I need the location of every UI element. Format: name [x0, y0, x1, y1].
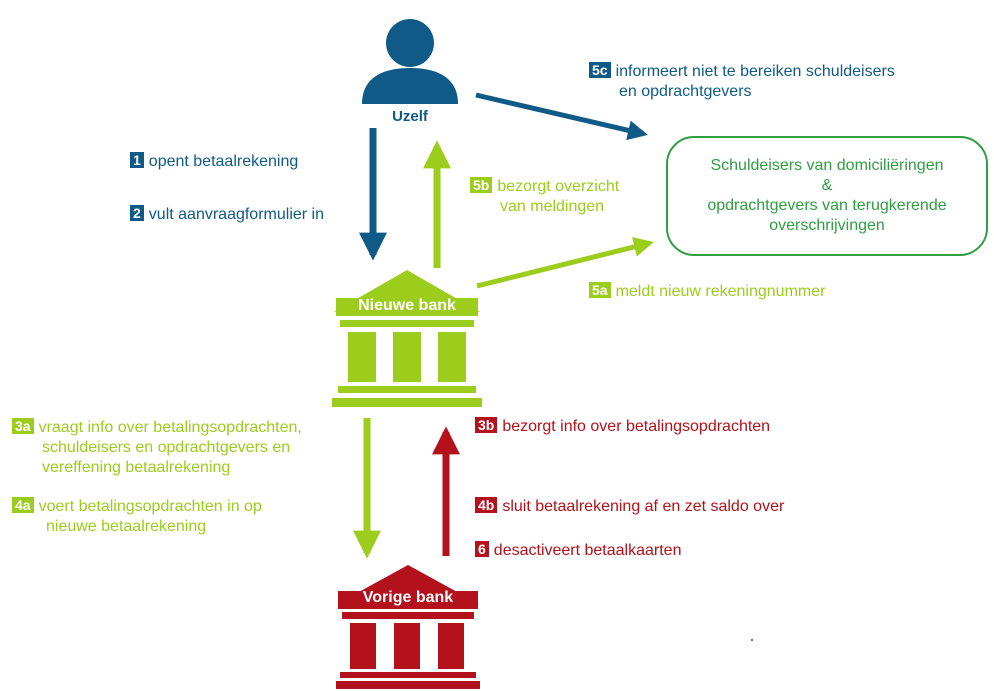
step-2-text: vult aanvraagformulier in [148, 206, 324, 223]
step-4a-line-1: voert betalingsopdrachten in op [38, 498, 262, 515]
step-3a-line-1: vraagt info over betalingsopdrachten, [38, 419, 302, 436]
step-3a-line-3: vereffening betaalrekening [42, 459, 231, 476]
creditors-line-3: opdrachtgevers van terugkerende [707, 197, 947, 214]
step-5a-text: meldt nieuw rekeningnummer [615, 283, 826, 300]
arrow-self-to-creditors [475, 92, 648, 141]
step-4a-line-2: nieuwe betaalrekening [46, 518, 207, 535]
step-5b-line-2: van meldingen [500, 198, 605, 215]
creditors-line-4: overschrijvingen [769, 217, 885, 234]
previous-bank-icon [336, 565, 480, 689]
step-4a-badge: 4a [12, 497, 34, 513]
previous-bank-label: Vorige bank [362, 589, 454, 606]
new-bank-icon [332, 270, 482, 407]
arrow-new-bank-to-creditors [476, 237, 654, 289]
creditors-line-1: Schuldeisers van domiciliëringen [710, 157, 944, 174]
self-label: Uzelf [392, 108, 428, 125]
step-2-badge: 2 [130, 205, 144, 221]
step-3b-text: bezorgt info over betalingsopdrachten [502, 418, 771, 435]
step-6-text: desactiveert betaalkaarten [493, 542, 682, 559]
step-5b-line-1: bezorgt overzicht [497, 178, 620, 195]
step-5c-line-1: informeert niet te bereiken schuldeisers [615, 63, 895, 80]
step-5c-badge: 5c [589, 62, 611, 78]
step-4b-text: sluit betaalrekening af en zet saldo ove… [502, 498, 785, 515]
step-5c-line-2: en opdrachtgevers [619, 83, 752, 100]
person-icon [362, 19, 458, 104]
step-3b-badge: 3b [475, 417, 498, 433]
new-bank-label: Nieuwe bank [358, 297, 456, 314]
step-4b-badge: 4b [475, 497, 498, 513]
step-5b-badge: 5b [470, 177, 493, 193]
step-5a-badge: 5a [589, 282, 611, 298]
creditors-line-2: & [821, 177, 833, 194]
creditors-box: Schuldeisers van domiciliëringen & opdra… [666, 136, 988, 256]
step-6-badge: 6 [475, 541, 489, 557]
step-3a-line-2: schuldeisers en opdrachtgevers en [42, 439, 291, 456]
step-1-badge: 1 [130, 152, 144, 168]
step-3a-badge: 3a [12, 418, 34, 434]
step-1-text: opent betaalrekening [148, 153, 299, 170]
